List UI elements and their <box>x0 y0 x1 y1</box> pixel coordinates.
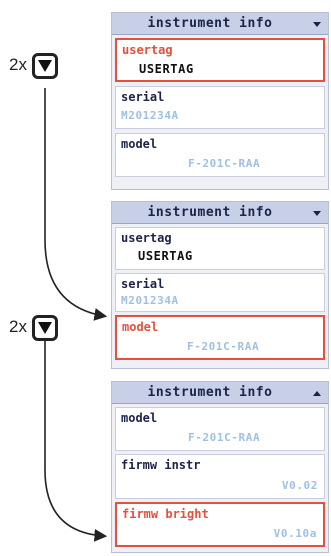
item-value: F-201C-RAA <box>188 157 261 170</box>
panel-title: instrument info <box>147 385 273 400</box>
item-label: serial <box>121 277 165 291</box>
item-label: serial <box>121 90 165 104</box>
flow-arrow-2 <box>44 340 108 542</box>
panel-header: instrument info <box>112 13 328 35</box>
panel-title: instrument info <box>147 205 273 220</box>
instrument-info-panel: instrument info model F-201C-RAA firmw i… <box>111 381 329 553</box>
instrument-info-panel: instrument info usertag USERTAG serial M… <box>111 12 329 190</box>
item-value: V0.10a <box>273 527 317 540</box>
panel-header: instrument info <box>112 382 328 404</box>
item-value: M201234A <box>121 109 179 122</box>
menu-item-model[interactable]: model F-201C-RAA <box>115 315 325 360</box>
item-value: F-201C-RAA <box>188 431 261 444</box>
item-label: model <box>121 137 158 151</box>
press-count-label: 2x <box>9 55 27 74</box>
menu-item-usertag[interactable]: usertag USERTAG <box>115 38 325 82</box>
instrument-info-panel: instrument info usertag USERTAG serial M… <box>111 201 329 369</box>
item-label: model <box>122 320 159 334</box>
scroll-up-icon[interactable] <box>311 387 323 399</box>
scroll-down-icon[interactable] <box>311 207 323 219</box>
menu-item-model[interactable]: model F-201C-RAA <box>115 133 325 177</box>
item-label: firmw bright <box>122 507 209 521</box>
down-button[interactable] <box>32 53 58 79</box>
item-label: usertag <box>122 43 173 57</box>
down-button[interactable] <box>32 315 58 341</box>
menu-item-serial[interactable]: serial M201234A <box>115 273 325 312</box>
menu-item-firmw-instr[interactable]: firmw instr V0.02 <box>115 454 325 499</box>
item-label: model <box>121 411 158 425</box>
menu-item-firmw-bright[interactable]: firmw bright V0.10a <box>115 502 325 547</box>
item-value: M201234A <box>121 294 179 307</box>
item-label: firmw instr <box>121 458 201 472</box>
panel-header: instrument info <box>112 202 328 224</box>
item-value: V0.02 <box>281 479 318 492</box>
item-value: F-201C-RAA <box>187 340 260 353</box>
press-count-label: 2x <box>9 317 27 336</box>
down-arrow-icon <box>38 60 52 72</box>
item-label: usertag <box>121 231 172 245</box>
item-value: USERTAG <box>139 62 194 76</box>
down-arrow-icon <box>38 322 52 334</box>
menu-item-model[interactable]: model F-201C-RAA <box>115 407 325 451</box>
menu-item-serial[interactable]: serial M201234A <box>115 86 325 129</box>
menu-item-usertag[interactable]: usertag USERTAG <box>115 227 325 270</box>
item-value: USERTAG <box>138 249 193 263</box>
scroll-down-icon[interactable] <box>311 18 323 30</box>
flow-arrow-1 <box>44 88 108 321</box>
panel-title: instrument info <box>147 16 273 31</box>
